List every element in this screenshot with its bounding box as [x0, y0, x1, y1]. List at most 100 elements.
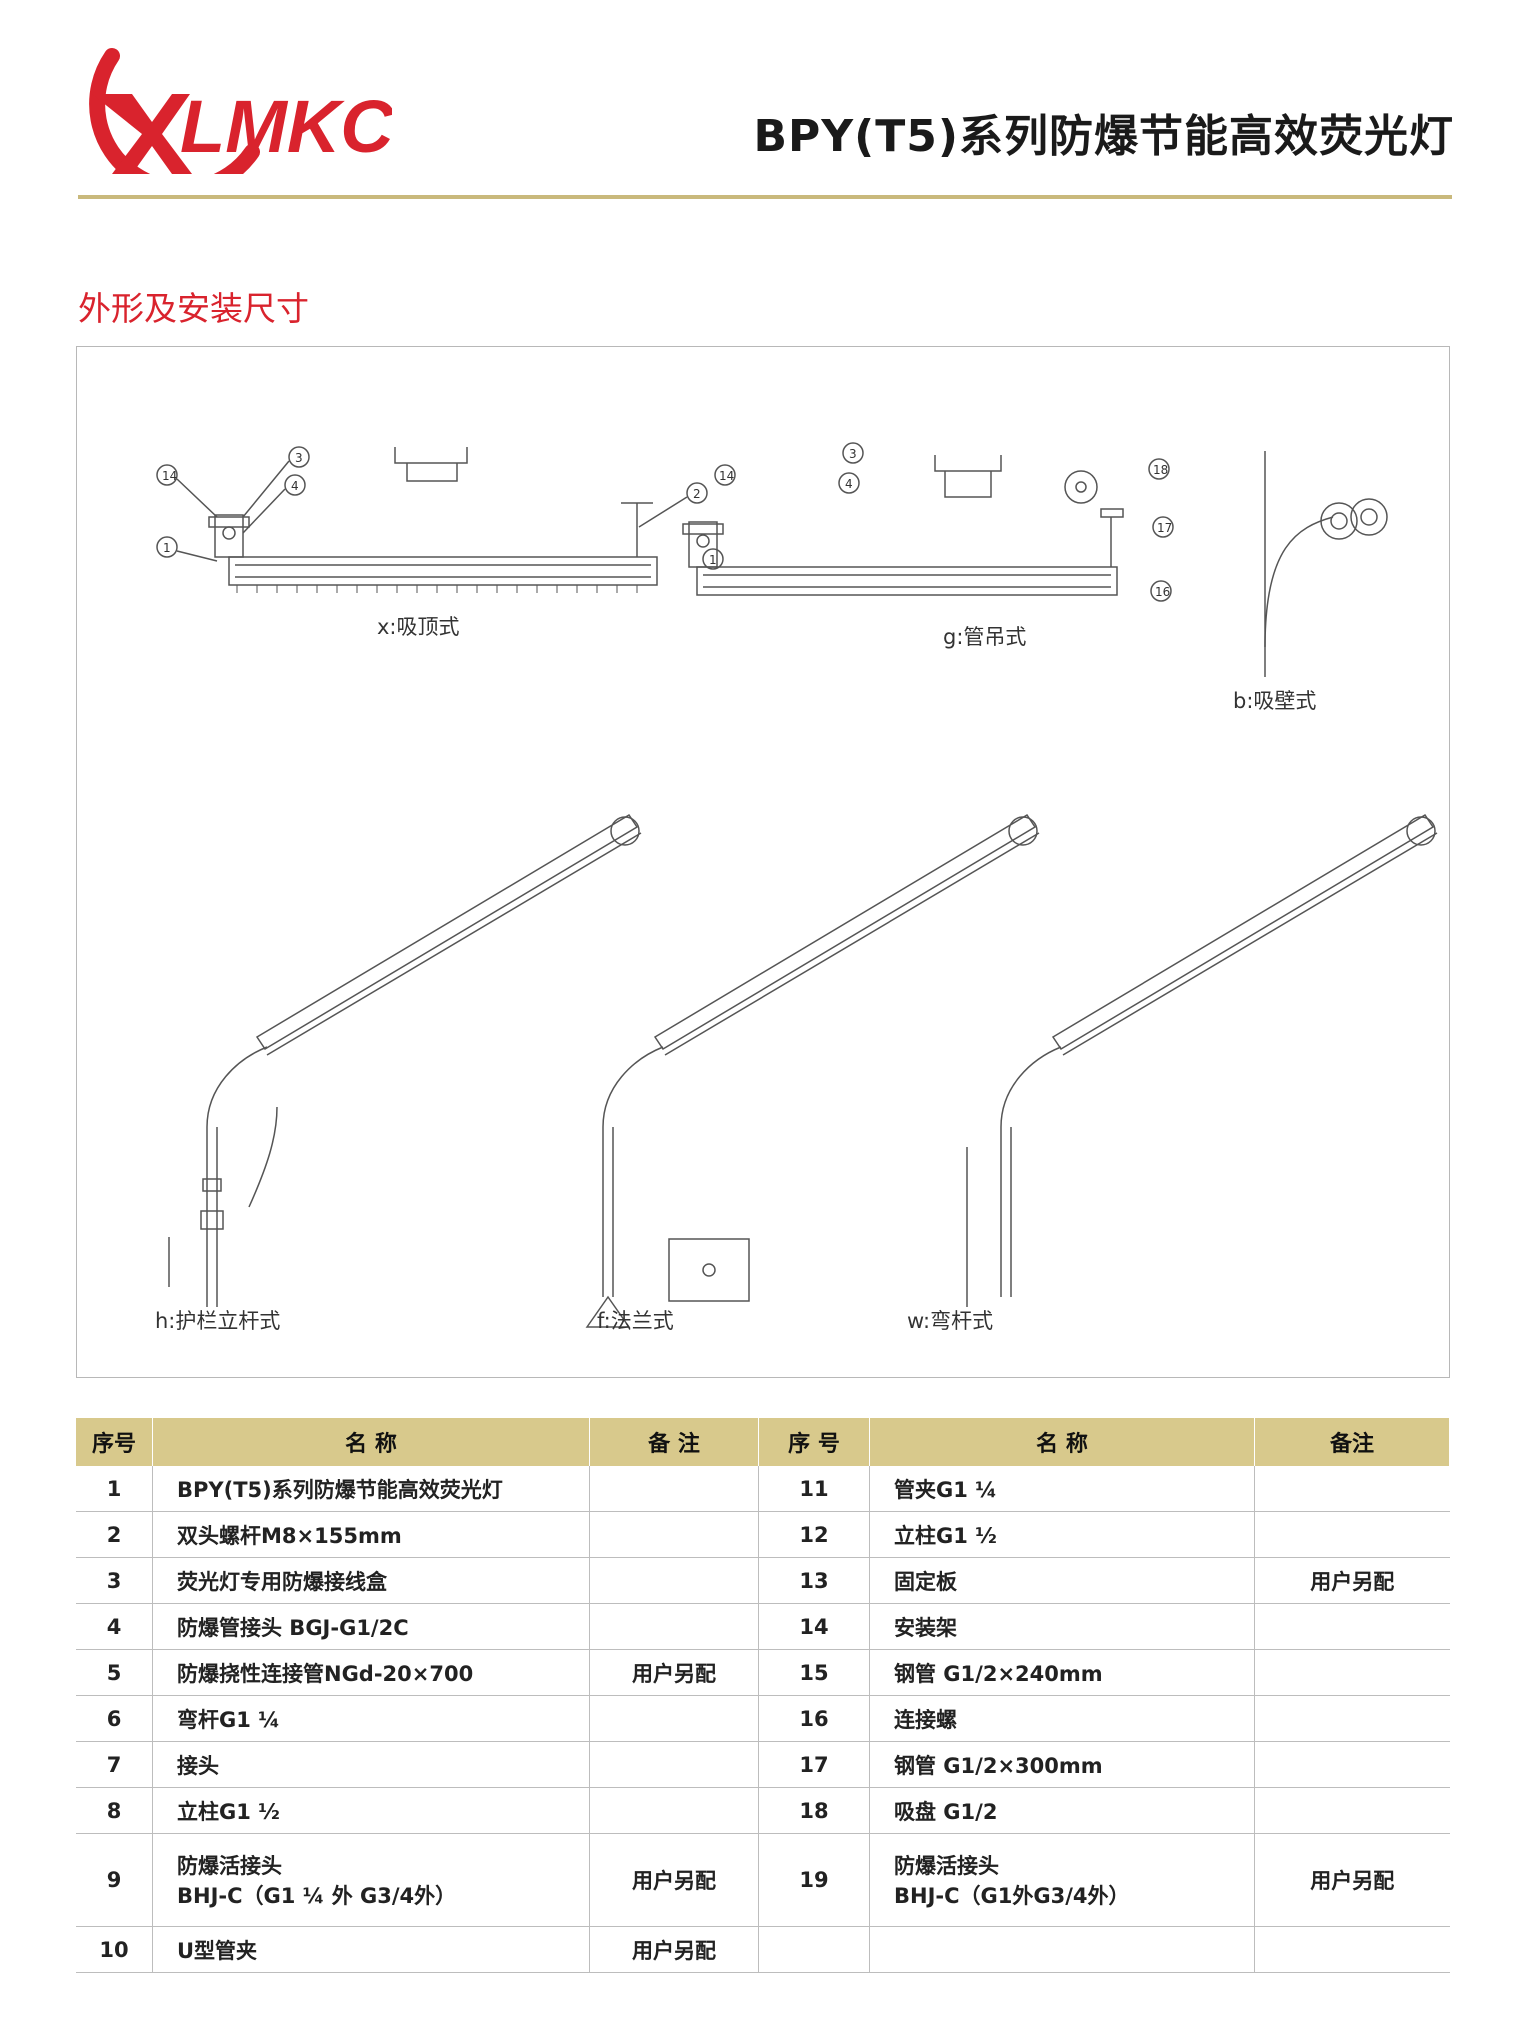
section-title: 外形及安装尺寸 — [78, 289, 309, 328]
caption-wall: b:吸壁式 — [1233, 689, 1317, 713]
parts-table: 序号 名 称 备 注 序 号 名 称 备注 1 BPY(T5)系列防爆节能高效荧… — [76, 1418, 1450, 1973]
cell-name: 立柱G1 ½ — [869, 1511, 1255, 1558]
cell-no: 13 — [758, 1557, 870, 1604]
caption-pendant: g:管吊式 — [943, 625, 1027, 649]
table-row: 5 防爆挠性连接管NGd-20×700 用户另配 15 钢管 G1/2×240m… — [76, 1649, 1450, 1696]
svg-text:14: 14 — [719, 469, 734, 483]
cell-note — [1254, 1649, 1450, 1696]
cell-no: 4 — [76, 1603, 153, 1650]
drawing-pendant-mount: 14 3 4 1 18 17 16 — [682, 442, 1174, 602]
cell-name: 固定板 — [869, 1557, 1255, 1604]
cell-name: 钢管 G1/2×300mm — [869, 1741, 1255, 1788]
table-row: 6 弯杆G1 ¼ 16 连接螺 — [76, 1695, 1450, 1742]
cell-no: 7 — [76, 1741, 153, 1788]
svg-text:4: 4 — [291, 479, 299, 493]
cell-name-line1: 防爆活接头 — [177, 1854, 282, 1878]
cell-note — [1254, 1741, 1450, 1788]
cell-name — [869, 1926, 1255, 1973]
cell-name: 管夹G1 ¼ — [869, 1466, 1255, 1512]
svg-text:17: 17 — [1157, 521, 1172, 535]
table-row: 2 双头螺杆M8×155mm 12 立柱G1 ½ — [76, 1511, 1450, 1558]
cell-note: 用户另配 — [589, 1926, 759, 1973]
cell-name: BPY(T5)系列防爆节能高效荧光灯 — [152, 1466, 590, 1512]
header-divider — [78, 195, 1452, 199]
caption-guardrail-pole: h:护栏立杆式 — [155, 1309, 281, 1333]
drawing-flange-mount — [585, 813, 1040, 1328]
col-no-1: 序号 — [76, 1418, 153, 1466]
drawing-guardrail-pole — [168, 813, 642, 1307]
cell-no: 1 — [76, 1466, 153, 1512]
caption-bent-pole: w:弯杆式 — [907, 1309, 994, 1333]
svg-text:14: 14 — [162, 469, 177, 483]
cell-name: 安装架 — [869, 1603, 1255, 1650]
drawing-ceiling-mount: 14 3 4 1 2 — [156, 446, 708, 593]
cell-name: 防爆挠性连接管NGd-20×700 — [152, 1649, 590, 1696]
cell-no: 17 — [758, 1741, 870, 1788]
drawing-bent-pole — [966, 813, 1438, 1307]
cell-name-line2: BHJ-C（G1外G3/4外） — [894, 1884, 1130, 1908]
cell-name: 防爆活接头 BHJ-C（G1 ¼ 外 G3/4外） — [152, 1833, 590, 1927]
cell-no: 3 — [76, 1557, 153, 1604]
table-row: 9 防爆活接头 BHJ-C（G1 ¼ 外 G3/4外） 用户另配 19 防爆活接… — [76, 1833, 1450, 1927]
cell-note — [1254, 1603, 1450, 1650]
cell-note — [1254, 1926, 1450, 1973]
svg-text:16: 16 — [1155, 585, 1170, 599]
svg-text:3: 3 — [849, 447, 857, 461]
cell-note — [589, 1511, 759, 1558]
cell-no: 15 — [758, 1649, 870, 1696]
svg-text:3: 3 — [295, 451, 303, 465]
table-row: 8 立柱G1 ½ 18 吸盘 G1/2 — [76, 1787, 1450, 1834]
cell-note — [589, 1741, 759, 1788]
svg-text:1: 1 — [163, 541, 171, 555]
cell-no: 14 — [758, 1603, 870, 1650]
cell-note — [589, 1787, 759, 1834]
cell-name: U型管夹 — [152, 1926, 590, 1973]
col-note-2: 备注 — [1254, 1418, 1450, 1466]
cell-no: 10 — [76, 1926, 153, 1973]
cell-note: 用户另配 — [1254, 1557, 1450, 1604]
cell-name-line1: 防爆活接头 — [894, 1854, 999, 1878]
col-name-2: 名 称 — [869, 1418, 1255, 1466]
col-note-1: 备 注 — [589, 1418, 759, 1466]
page-title: BPY(T5)系列防爆节能高效荧光灯 — [753, 111, 1454, 162]
cell-name: 吸盘 G1/2 — [869, 1787, 1255, 1834]
table-row: 7 接头 17 钢管 G1/2×300mm — [76, 1741, 1450, 1788]
installation-drawing-frame: 14 3 4 1 2 14 3 4 1 18 17 16 — [76, 346, 1450, 1378]
table-row: 4 防爆管接头 BGJ-G1/2C 14 安装架 — [76, 1603, 1450, 1650]
table-row: 3 荧光灯专用防爆接线盒 13 固定板 用户另配 — [76, 1557, 1450, 1604]
table-row: 1 BPY(T5)系列防爆节能高效荧光灯 11 管夹G1 ¼ — [76, 1466, 1450, 1512]
cell-no: 2 — [76, 1511, 153, 1558]
cell-no: 12 — [758, 1511, 870, 1558]
cell-name: 弯杆G1 ¼ — [152, 1695, 590, 1742]
cell-no — [758, 1926, 870, 1973]
cell-name: 立柱G1 ½ — [152, 1787, 590, 1834]
svg-text:18: 18 — [1153, 463, 1168, 477]
col-name-1: 名 称 — [152, 1418, 590, 1466]
cell-note: 用户另配 — [1254, 1833, 1450, 1927]
svg-text:1: 1 — [709, 553, 717, 567]
table-header-row: 序号 名 称 备 注 序 号 名 称 备注 — [76, 1418, 1450, 1466]
cell-name: 连接螺 — [869, 1695, 1255, 1742]
cell-no: 18 — [758, 1787, 870, 1834]
cell-note — [589, 1695, 759, 1742]
col-no-2: 序 号 — [758, 1418, 870, 1466]
cell-note — [1254, 1511, 1450, 1558]
cell-no: 16 — [758, 1695, 870, 1742]
cell-note — [589, 1603, 759, 1650]
caption-flange: f:法兰式 — [597, 1309, 674, 1333]
drawing-wall-mount — [1264, 451, 1388, 677]
cell-note: 用户另配 — [589, 1649, 759, 1696]
cell-name: 接头 — [152, 1741, 590, 1788]
cell-note — [1254, 1787, 1450, 1834]
cell-note — [589, 1466, 759, 1512]
installation-drawings: 14 3 4 1 2 14 3 4 1 18 17 16 — [156, 442, 1438, 1328]
cell-no: 19 — [758, 1833, 870, 1927]
cell-no: 6 — [76, 1695, 153, 1742]
logo-lettering: LMKC — [180, 85, 392, 168]
svg-text:4: 4 — [845, 477, 853, 491]
cell-note: 用户另配 — [589, 1833, 759, 1927]
cell-name: 双头螺杆M8×155mm — [152, 1511, 590, 1558]
caption-ceiling: x:吸顶式 — [377, 615, 460, 639]
cell-name: 防爆管接头 BGJ-G1/2C — [152, 1603, 590, 1650]
cell-no: 8 — [76, 1787, 153, 1834]
